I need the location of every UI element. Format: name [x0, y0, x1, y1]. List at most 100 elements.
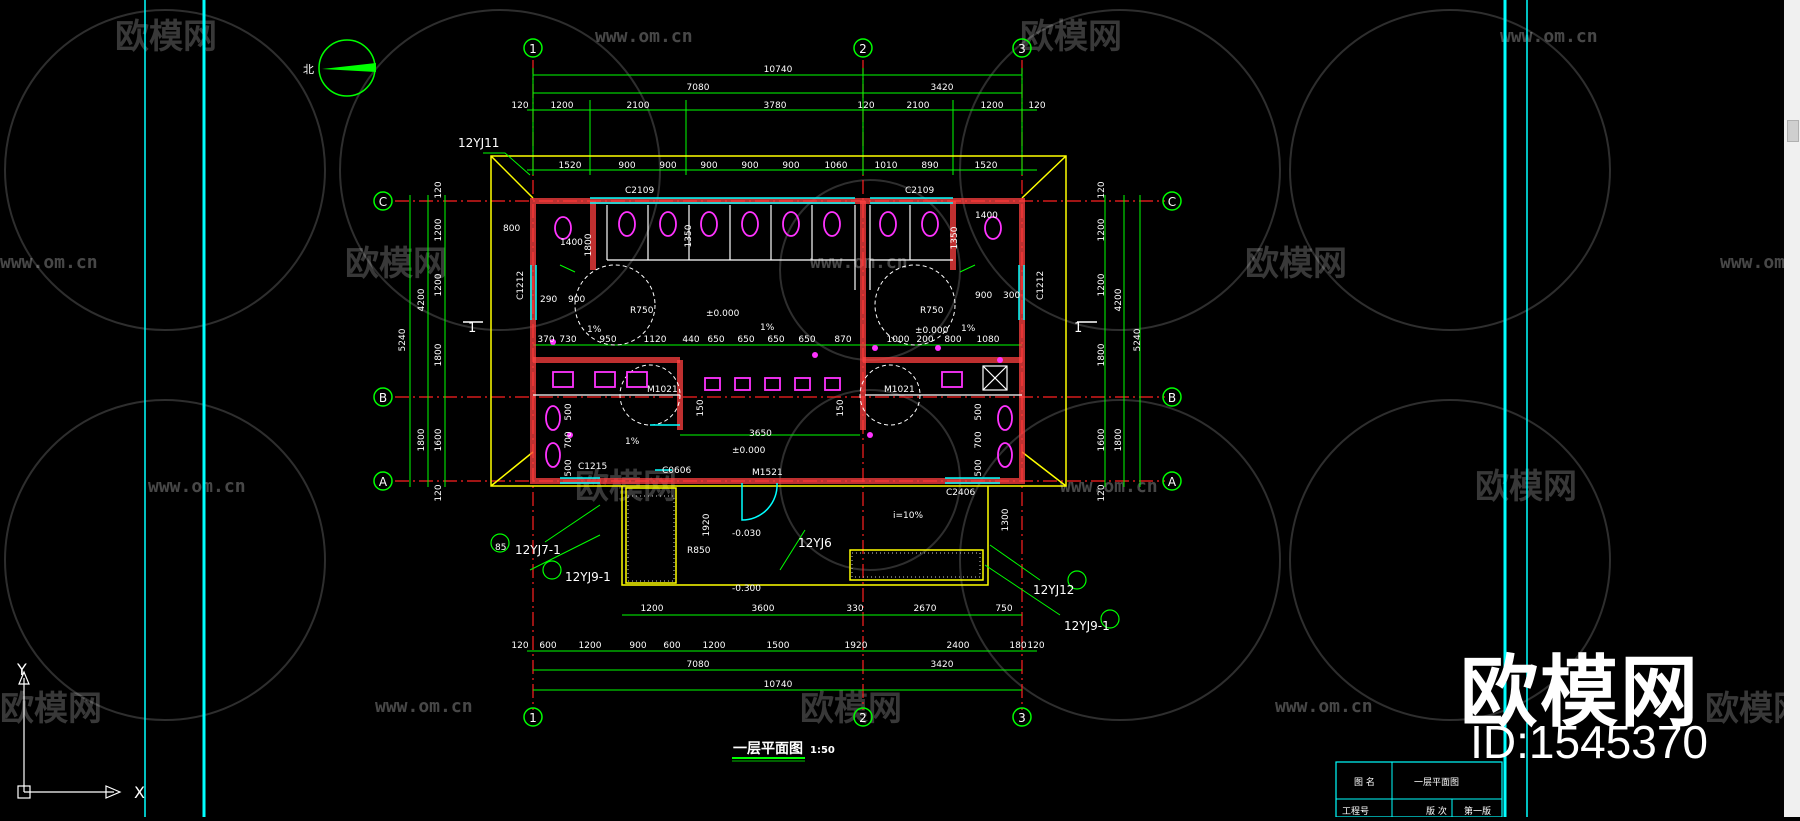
building-walls	[530, 198, 1025, 484]
axis-letter-c: C	[1168, 195, 1176, 209]
dim-bottom-detail: 2400	[947, 641, 970, 651]
dim-top-detail: 3780	[764, 101, 787, 111]
row-dim: 650	[798, 335, 815, 345]
dim-bottom-detail: 1200	[703, 641, 726, 651]
dim-left-detail: 120	[434, 484, 444, 501]
detail-ref: 12YJ9-1	[565, 570, 611, 584]
dim-top-detail: 120	[1028, 101, 1045, 111]
slope-mark: 1%	[587, 325, 602, 335]
dim-inner: 3650	[749, 429, 772, 439]
watermark-url: www.om.cn	[375, 696, 473, 717]
row-dim: 1000	[887, 335, 910, 345]
dim-inner: 1400	[975, 211, 998, 221]
level-mark: -0.030	[732, 529, 761, 539]
axis-num-1: 1	[529, 711, 537, 725]
window-tag-c1215: C1215	[578, 462, 607, 472]
dim-window-row: 900	[659, 161, 676, 171]
watermark-url: www.om.cn	[810, 252, 908, 273]
dim-inner: 900	[975, 291, 992, 301]
title-block-value: 第一版	[1464, 805, 1491, 817]
dim-top-sub: 3420	[931, 83, 954, 93]
door-leafs	[650, 424, 778, 521]
watermark-brand: 欧模网	[1020, 17, 1122, 57]
dim-inner: 300	[1003, 291, 1020, 301]
detail-ref: 12YJ6	[798, 536, 832, 550]
radius-mark: R750	[920, 306, 944, 316]
dim-window-row: 900	[700, 161, 717, 171]
brand-logo-text: 欧模网	[1459, 648, 1700, 738]
dim-right-total: 5240	[1133, 328, 1143, 351]
windows	[530, 197, 1025, 484]
title-block-value: 一层平面图	[1414, 777, 1459, 788]
detail-ref: 12YJ12	[1033, 583, 1074, 597]
floor-drains	[550, 339, 1003, 438]
title-block-label: 图 名	[1354, 776, 1375, 788]
slope-mark: i=10%	[893, 511, 923, 521]
dim-top-detail: 1200	[981, 101, 1004, 111]
title-block-label: 版 次	[1426, 805, 1447, 817]
watermark-url: www.om.cn	[148, 476, 246, 497]
row-dim: 650	[737, 335, 754, 345]
dim-right-detail: 1600	[1097, 428, 1107, 451]
dim-right-detail: 1200	[1097, 273, 1107, 296]
row-dim: 950	[599, 335, 616, 345]
row-dim: 650	[767, 335, 784, 345]
dim-bottom-sub: 7080	[687, 660, 710, 670]
door-tag-m1021: M1021	[647, 385, 678, 395]
row-dim: 200	[916, 335, 933, 345]
watermark-brand: 欧模网	[345, 244, 447, 284]
watermark-url: www.om.cn	[0, 252, 98, 273]
axis-letter-b: B	[379, 391, 387, 405]
drawing-scale: 1:50	[810, 745, 835, 756]
dim-inner: 1400	[560, 238, 583, 248]
row-dim: 650	[707, 335, 724, 345]
dim-bottom-detail: 180	[1009, 641, 1026, 651]
dim-bottom-detail: 120	[1027, 641, 1044, 651]
dim-top-total: 10740	[764, 65, 793, 75]
slope-mark: 1%	[760, 323, 775, 333]
axis-num-1: 1	[529, 42, 537, 56]
dim-window-row: 900	[782, 161, 799, 171]
section-mark: 1	[1074, 321, 1082, 336]
dim-left-detail: 120	[434, 181, 444, 198]
dim-inner: 900	[568, 295, 585, 305]
axis-bubbles	[373, 38, 1182, 727]
dim-top-detail: 2100	[907, 101, 930, 111]
title-block-label: 工程号	[1342, 806, 1369, 817]
dim-small: 150	[696, 399, 706, 416]
dim-lower: 2670	[914, 604, 937, 614]
dim-bottom-detail: 900	[629, 641, 646, 651]
axis-letter-a: A	[1168, 475, 1177, 489]
north-label: 北	[303, 63, 314, 76]
dim-small: 150	[836, 399, 846, 416]
door-tag-m1521: M1521	[752, 468, 783, 478]
watermark-brand: 欧模网	[1245, 244, 1347, 284]
dim-bottom-detail: 600	[663, 641, 680, 651]
row-dim: 730	[559, 335, 576, 345]
drawing-title: 一层平面图 1:50	[732, 741, 835, 762]
dim-lower: 1200	[641, 604, 664, 614]
dim-stall: 1350	[684, 224, 694, 247]
dim-basin: 700	[564, 431, 574, 448]
vertical-scrollbar[interactable]	[1784, 0, 1800, 817]
dim-bottom-detail: 1200	[579, 641, 602, 651]
dim-lower: 750	[995, 604, 1012, 614]
dim-window-row: 1010	[875, 161, 898, 171]
dim-inner: 290	[540, 295, 557, 305]
dim-window-row: 1520	[975, 161, 998, 171]
dim-right-sub: 4200	[1114, 288, 1124, 311]
dim-ramp: 1920	[702, 513, 712, 536]
dim-lower: 3600	[752, 604, 775, 614]
dim-bottom-total: 10740	[764, 680, 793, 690]
radius-mark: R850	[687, 546, 711, 556]
watermark-url: www.om.cn	[1275, 696, 1373, 717]
dim-stall: 1350	[950, 226, 960, 249]
scrollbar-thumb[interactable]	[1787, 120, 1799, 142]
axis-num-3: 3	[1018, 42, 1026, 56]
row-dim: 800	[944, 335, 961, 345]
dim-right-detail: 1200	[1097, 218, 1107, 241]
window-tag-c1212: C1212	[1036, 271, 1046, 300]
dim-window-row: 900	[618, 161, 635, 171]
